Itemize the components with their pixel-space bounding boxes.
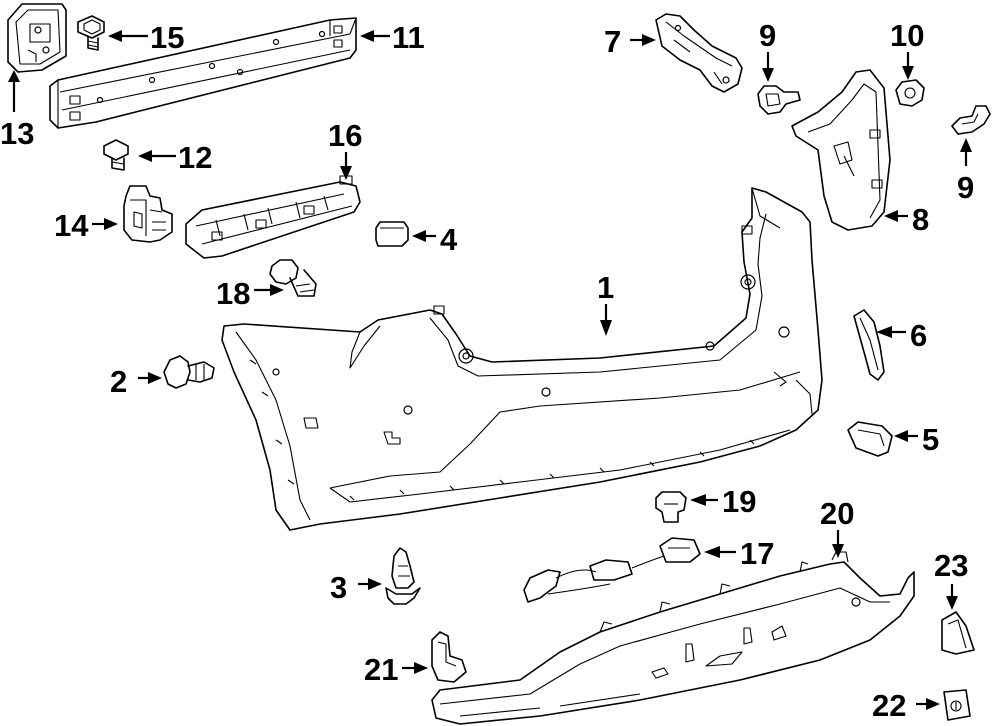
callout-9-top[interactable]: 9 bbox=[759, 18, 776, 53]
callout-7[interactable]: 7 bbox=[604, 24, 621, 59]
callout-21[interactable]: 21 bbox=[364, 652, 398, 687]
callout-12[interactable]: 12 bbox=[178, 140, 212, 175]
callout-2[interactable]: 2 bbox=[110, 364, 127, 399]
part-9-retainer-clip-right[interactable] bbox=[951, 105, 991, 135]
callout-11[interactable]: 11 bbox=[392, 20, 425, 55]
callout-10[interactable]: 10 bbox=[890, 18, 924, 53]
part-23-end-cap[interactable] bbox=[941, 611, 975, 655]
leader-19 bbox=[690, 494, 718, 506]
leader-13 bbox=[8, 70, 20, 112]
part-15-bolt[interactable] bbox=[77, 15, 105, 51]
part-4-spacer[interactable] bbox=[375, 221, 409, 247]
leader-4 bbox=[412, 230, 436, 242]
leader-2 bbox=[138, 372, 162, 384]
callout-8[interactable]: 8 bbox=[912, 202, 929, 237]
part-19-sensor-retainer[interactable] bbox=[655, 491, 687, 523]
callout-15[interactable]: 15 bbox=[150, 20, 184, 55]
callout-23[interactable]: 23 bbox=[934, 548, 968, 583]
part-3-clip[interactable] bbox=[385, 547, 421, 605]
callout-17[interactable]: 17 bbox=[740, 536, 774, 571]
part-13-mount-bracket[interactable] bbox=[7, 3, 67, 73]
leader-8 bbox=[884, 210, 908, 222]
callout-20[interactable]: 20 bbox=[820, 496, 854, 531]
callout-13[interactable]: 13 bbox=[0, 116, 34, 151]
leader-20 bbox=[832, 530, 844, 558]
part-1-bumper-cover[interactable] bbox=[221, 187, 823, 531]
leader-9-top bbox=[762, 52, 774, 82]
leader-23 bbox=[946, 584, 958, 610]
leader-18 bbox=[254, 284, 284, 296]
leader-7 bbox=[630, 34, 656, 46]
leader-1 bbox=[600, 304, 612, 336]
callout-19[interactable]: 19 bbox=[722, 484, 756, 519]
callout-18[interactable]: 18 bbox=[216, 276, 250, 311]
leader-10 bbox=[902, 52, 914, 80]
part-16-energy-absorber[interactable] bbox=[185, 175, 361, 259]
part-6-side-seal[interactable] bbox=[853, 309, 885, 381]
leader-12 bbox=[138, 150, 176, 162]
leader-5 bbox=[894, 430, 918, 442]
callout-6[interactable]: 6 bbox=[910, 318, 927, 353]
callout-14[interactable]: 14 bbox=[54, 208, 89, 243]
part-11-reinforcement-beam[interactable] bbox=[49, 17, 357, 129]
part-17-wire-harness[interactable] bbox=[523, 537, 701, 603]
leader-6 bbox=[876, 326, 906, 338]
part-22-cap[interactable] bbox=[943, 689, 971, 721]
leader-11 bbox=[360, 30, 390, 42]
part-7-side-bracket[interactable] bbox=[655, 13, 743, 93]
part-2-push-retainer[interactable] bbox=[163, 355, 215, 389]
callout-3[interactable]: 3 bbox=[330, 570, 347, 605]
leader-17 bbox=[704, 546, 736, 558]
leader-21 bbox=[402, 662, 428, 674]
callout-22[interactable]: 22 bbox=[872, 688, 906, 723]
leader-3 bbox=[358, 578, 382, 590]
callout-4[interactable]: 4 bbox=[440, 222, 458, 257]
leader-14 bbox=[92, 218, 118, 230]
callout-1[interactable]: 1 bbox=[597, 270, 614, 305]
callout-5[interactable]: 5 bbox=[922, 422, 939, 457]
part-21-bracket[interactable] bbox=[431, 631, 467, 683]
part-14-sensor-bracket[interactable] bbox=[123, 185, 173, 243]
part-8-side-retainer[interactable] bbox=[791, 69, 891, 231]
part-5-reflector-pad[interactable] bbox=[847, 421, 893, 457]
leader-16 bbox=[340, 152, 352, 180]
part-18-bolt[interactable] bbox=[269, 259, 317, 297]
callout-16[interactable]: 16 bbox=[328, 118, 362, 153]
callout-9-right[interactable]: 9 bbox=[957, 170, 974, 205]
leader-15 bbox=[108, 30, 148, 42]
part-9-retainer-clip-top[interactable] bbox=[757, 85, 801, 115]
leader-9-right bbox=[960, 138, 972, 166]
leader-22 bbox=[916, 698, 940, 710]
part-20-lower-cover[interactable] bbox=[431, 551, 915, 725]
part-12-bolt[interactable] bbox=[103, 139, 129, 171]
part-10-nut[interactable] bbox=[895, 79, 925, 107]
